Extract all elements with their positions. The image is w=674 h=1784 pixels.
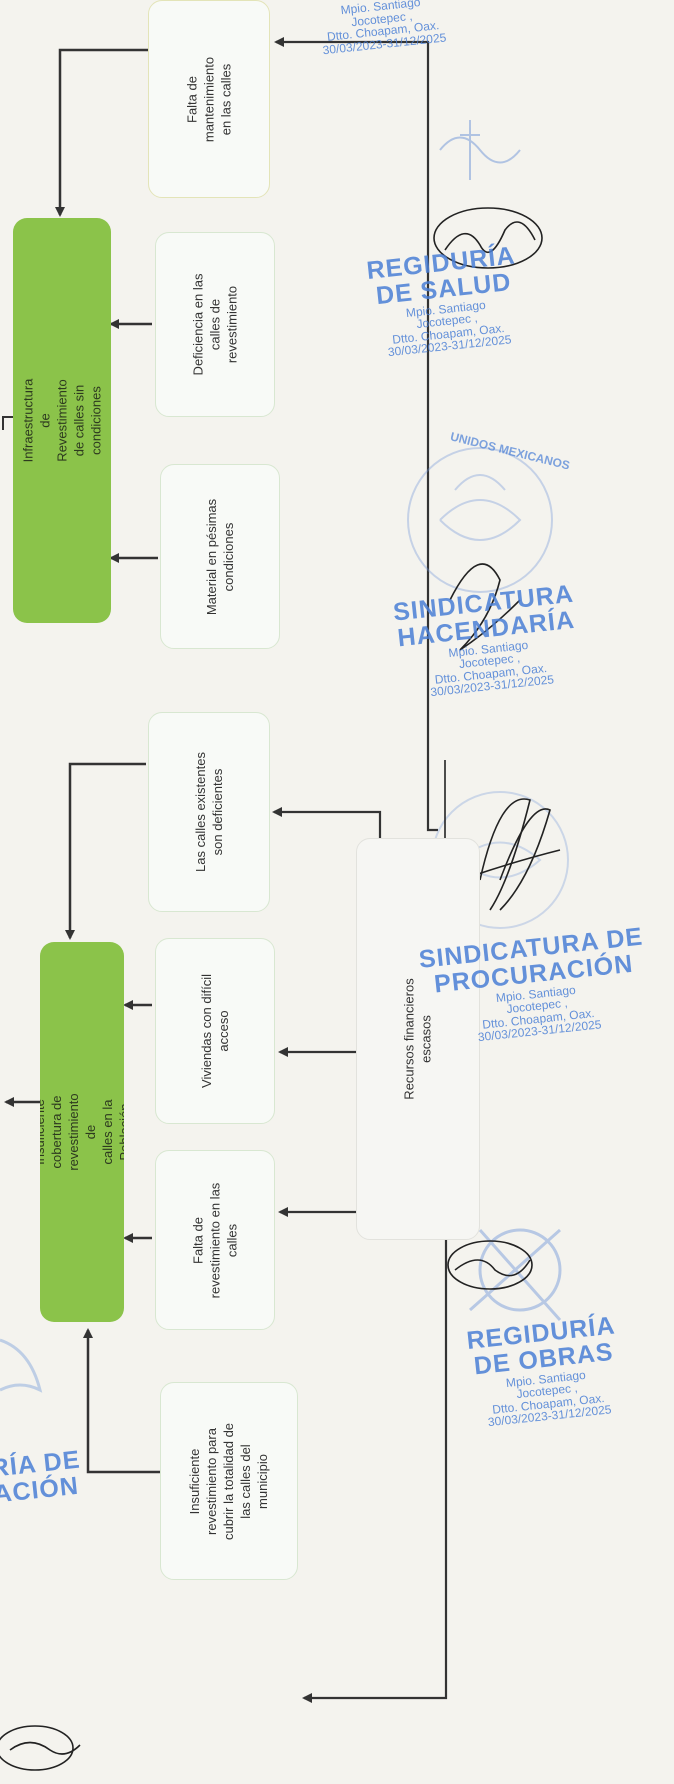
arrow-infraestructura-up xyxy=(2,416,13,430)
cause-text: Deficiencia en las calles de revestimien… xyxy=(190,273,240,376)
cause-text: Las calles existentes son deficientes xyxy=(192,752,225,872)
problem-box-insuficiente-cobertura: Insuficiente cobertura de revestimiento … xyxy=(40,942,124,1322)
eagle-seal-icon xyxy=(407,447,553,593)
problem-text: Infraestructura de Revestimiento de call… xyxy=(20,378,104,463)
cause-box-deficiencia-calles: Deficiencia en las calles de revestimien… xyxy=(155,232,275,417)
cause-text: Falta de mantenimiento en las calles xyxy=(184,56,234,142)
cause-box-falta-mantenimiento: Falta de mantenimiento en las calles xyxy=(148,0,270,198)
signature-icon-4 xyxy=(447,1240,533,1290)
arrow-insuficiente-to-cobertura xyxy=(83,1328,160,1474)
seal-icon-salud xyxy=(439,120,521,180)
cause-text: Falta de revestimiento en las calles xyxy=(190,1182,240,1298)
problem-text: Insuficiente cobertura de revestimiento … xyxy=(40,1093,124,1171)
cause-text: Material en pésimas condiciones xyxy=(203,498,236,615)
cause-box-falta-revestimiento: Falta de revestimiento en las calles xyxy=(155,1150,275,1330)
arrow-root-to-insuficiente xyxy=(302,1240,448,1703)
cause-box-insuficiente-revestimiento: Insuficiente revestimiento para cubrir l… xyxy=(160,1382,298,1580)
problem-box-infraestructura-calles: Infraestructura de Revestimiento de call… xyxy=(13,218,111,623)
book-seal-icon xyxy=(0,1338,43,1393)
cause-text: Viviendas con difícil acceso xyxy=(199,974,231,1088)
arrow-mantenimiento-to-infraestructura xyxy=(55,48,150,217)
cause-box-calles-deficientes: Las calles existentes son deficientes xyxy=(148,712,270,912)
cause-box-material-pesimo: Material en pésimas condiciones xyxy=(160,464,280,649)
arrow-root-to-mantenimiento xyxy=(274,37,438,832)
signature-icon-1 xyxy=(433,207,543,269)
tools-seal-icon xyxy=(469,1228,562,1321)
cause-box-viviendas-acceso: Viviendas con difícil acceso xyxy=(155,938,275,1124)
cause-text: Insuficiente revestimiento para cubrir l… xyxy=(187,1422,271,1540)
signature-icon-5 xyxy=(0,1725,81,1771)
signature-icon-2 xyxy=(449,563,521,651)
arrow-root-to-calles-deficientes xyxy=(272,807,382,840)
arrow-calles-deficientes-to-cobertura xyxy=(65,762,146,940)
root-box-recursos-financieros: Recursos financieros escasos xyxy=(356,838,480,1240)
